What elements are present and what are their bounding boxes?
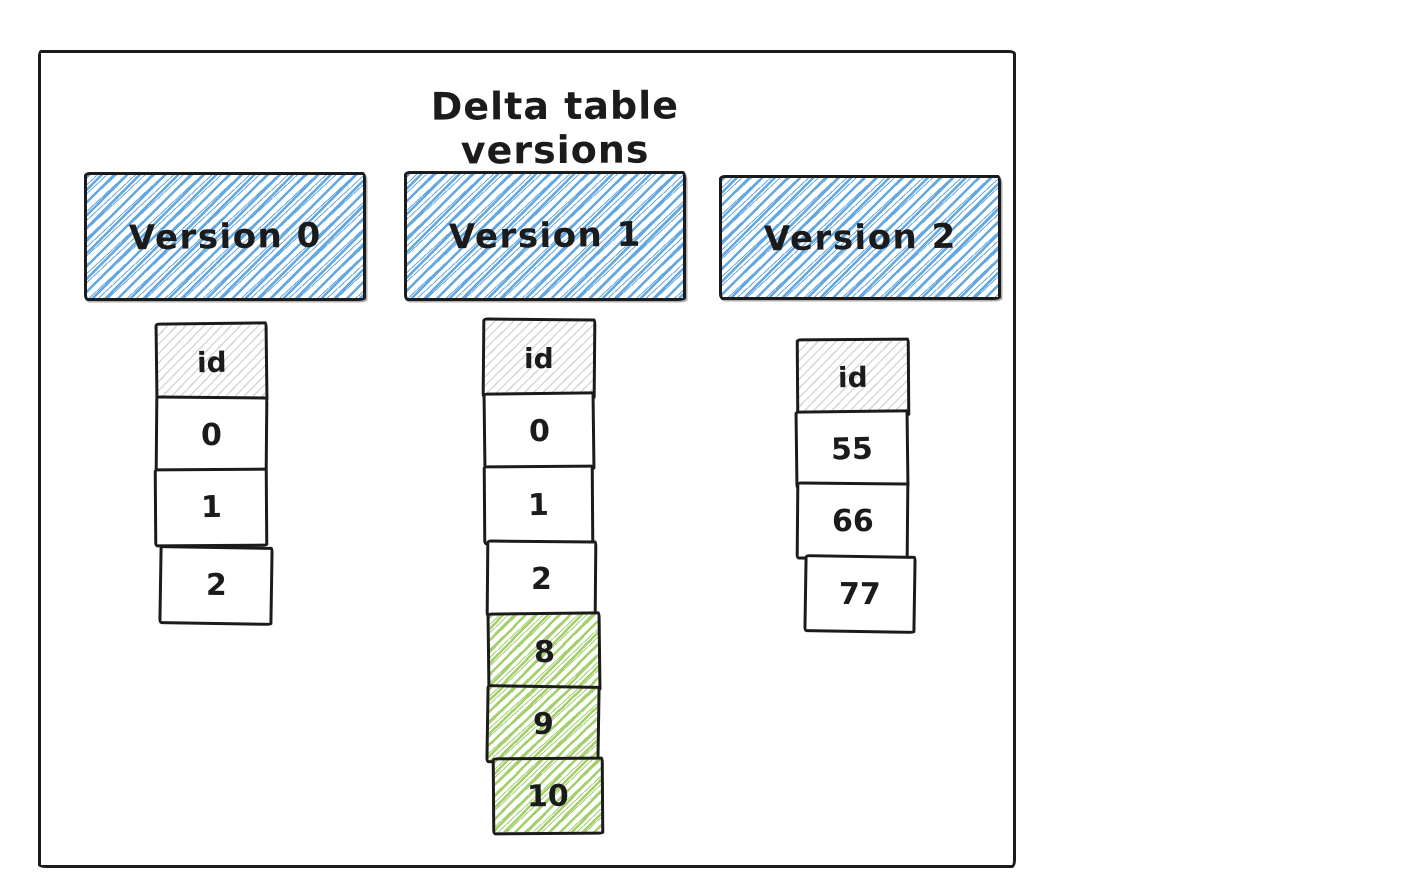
column-1-id-label: id (524, 341, 554, 375)
column-0-id-header-cell: id (154, 321, 269, 403)
version-1-header-label: Version 1 (448, 214, 642, 258)
version-0-header: Version 0 (84, 172, 366, 301)
column-1-cell-2: 2 (485, 539, 598, 619)
cell-value: 2 (531, 561, 552, 597)
outer-frame (38, 50, 1016, 868)
column-0-cell-0: 0 (154, 395, 269, 475)
version-2-header: Version 2 (719, 175, 1001, 300)
cell-value: 8 (533, 634, 555, 670)
column-2-cell-1: 66 (795, 481, 910, 561)
column-1-id-header-cell: id (481, 317, 597, 400)
column-2-cell-2: 77 (803, 554, 917, 634)
column-1-cell-5-highlighted: 10 (491, 756, 605, 836)
column-2-cell-0: 55 (794, 409, 910, 490)
column-1-cell-4-highlighted: 9 (485, 684, 601, 765)
cell-value: 1 (527, 487, 550, 523)
diagram-title: Delta table versions (430, 83, 680, 173)
column-2-id-header-cell: id (795, 337, 911, 418)
version-2-header-label: Version 2 (763, 216, 957, 259)
column-1-cell-3-highlighted: 8 (486, 611, 602, 693)
cell-value: 0 (201, 417, 222, 453)
version-0-header-label: Version 0 (128, 215, 322, 258)
column-1-cell-1: 1 (482, 464, 595, 546)
cell-value: 0 (528, 413, 550, 450)
version-1-header: Version 1 (404, 171, 686, 301)
column-0-cell-2: 2 (158, 545, 274, 626)
cell-value: 10 (526, 778, 570, 814)
column-2-id-label: id (837, 360, 869, 395)
column-0-id-label: id (196, 345, 227, 379)
cell-value: 77 (839, 576, 881, 612)
cell-value: 66 (831, 503, 874, 539)
cell-value: 9 (532, 706, 554, 743)
column-1-cell-0: 0 (482, 391, 596, 472)
cell-value: 55 (830, 431, 874, 468)
cell-value: 1 (200, 489, 222, 526)
cell-value: 2 (205, 567, 227, 604)
column-0-cell-1: 1 (153, 467, 269, 548)
